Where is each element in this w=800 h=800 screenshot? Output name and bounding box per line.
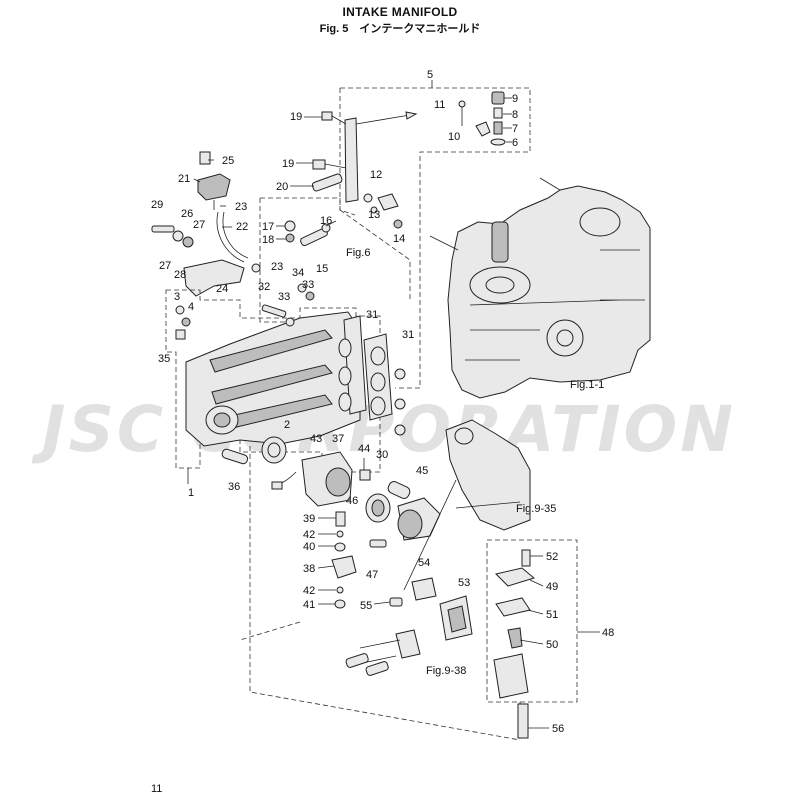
callout-41: 41 <box>303 599 315 611</box>
callout-45: 45 <box>416 465 428 477</box>
callout-30: 30 <box>376 449 388 461</box>
callout-27a: 27 <box>193 219 205 231</box>
callout-6: 6 <box>512 137 518 149</box>
callout-40: 40 <box>303 541 315 553</box>
callout-55: 55 <box>360 600 372 612</box>
callout-36: 36 <box>228 481 240 493</box>
hose-fig938 <box>239 446 521 741</box>
callout-39: 39 <box>303 513 315 525</box>
callout-25: 25 <box>222 155 234 167</box>
silencer-assembly <box>365 419 531 548</box>
callout-24: 24 <box>216 283 228 295</box>
sensor-hose-bracket <box>151 151 261 297</box>
callout-29: 29 <box>151 199 163 211</box>
callouts: 1 2 3 4 5 6 7 8 9 10 11 12 13 14 15 16 1… <box>151 69 614 735</box>
callout-48: 48 <box>602 627 614 639</box>
callout-27b: 27 <box>159 260 171 272</box>
callout-17: 17 <box>262 221 274 233</box>
callout-46: 46 <box>346 495 358 507</box>
figure-subtitle: Fig. 5 インテークマニホールド <box>319 23 481 35</box>
callout-33b: 33 <box>302 279 314 291</box>
callout-9: 9 <box>512 93 518 105</box>
fuel-rail <box>311 111 403 229</box>
callout-49: 49 <box>546 581 558 593</box>
callout-34: 34 <box>292 267 304 279</box>
callout-43: 43 <box>310 433 322 445</box>
assembly-5-box <box>339 80 531 389</box>
callout-14: 14 <box>393 233 405 245</box>
callout-1: 1 <box>188 487 194 499</box>
callout-16: 16 <box>320 215 332 227</box>
callout-15: 15 <box>316 263 328 275</box>
callout-42b: 42 <box>303 585 315 597</box>
callout-28: 28 <box>174 269 186 281</box>
callout-12: 12 <box>370 169 382 181</box>
callout-19b: 19 <box>282 158 294 170</box>
callout-23a: 23 <box>235 201 247 213</box>
callout-56: 56 <box>552 723 564 735</box>
ref-fig9-35: Fig.9-35 <box>516 503 556 515</box>
callout-2: 2 <box>284 419 290 431</box>
callout-4: 4 <box>188 301 194 313</box>
callout-10: 10 <box>448 131 460 143</box>
callout-54: 54 <box>418 557 430 569</box>
callout-53: 53 <box>458 577 470 589</box>
callout-31b: 31 <box>402 329 414 341</box>
callout-52: 52 <box>546 551 558 563</box>
callout-33a: 33 <box>278 291 290 303</box>
callout-18: 18 <box>262 234 274 246</box>
callout-37: 37 <box>332 433 344 445</box>
callout-22: 22 <box>236 221 248 233</box>
callout-31a: 31 <box>366 309 378 321</box>
callout-13: 13 <box>368 209 380 221</box>
engine-block <box>429 177 651 399</box>
callout-51: 51 <box>546 609 558 621</box>
box-48 <box>486 539 600 739</box>
leader-lines <box>193 116 549 729</box>
callout-11: 11 <box>434 99 445 111</box>
bracket-parts <box>389 479 473 641</box>
callout-26: 26 <box>181 208 193 220</box>
ref-fig6: Fig.6 <box>346 247 370 259</box>
callout-21: 21 <box>178 173 190 185</box>
small-parts-6-11 <box>458 91 512 146</box>
ref-fig1-1: Fig.1-1 <box>570 379 604 391</box>
manifold-assembly <box>165 289 406 484</box>
left-hardware <box>175 283 315 340</box>
callout-8: 8 <box>512 109 518 121</box>
callout-42a: 42 <box>303 529 315 541</box>
fig6-box <box>259 197 411 323</box>
callout-35: 35 <box>158 353 170 365</box>
callout-5: 5 <box>427 69 433 81</box>
callout-38: 38 <box>303 563 315 575</box>
callout-7: 7 <box>512 123 518 135</box>
throttle-body <box>261 436 371 609</box>
page-number: 11 <box>151 783 163 795</box>
callout-20: 20 <box>276 181 288 193</box>
callout-23b: 23 <box>271 261 283 273</box>
callout-32: 32 <box>258 281 270 293</box>
callout-3: 3 <box>174 291 180 303</box>
ref-fig9-38: Fig.9-38 <box>426 665 466 677</box>
page-title: INTAKE MANIFOLD <box>342 5 458 19</box>
callout-50: 50 <box>546 639 558 651</box>
callout-47: 47 <box>366 569 378 581</box>
callout-19a: 19 <box>290 111 302 123</box>
callout-44: 44 <box>358 443 370 455</box>
